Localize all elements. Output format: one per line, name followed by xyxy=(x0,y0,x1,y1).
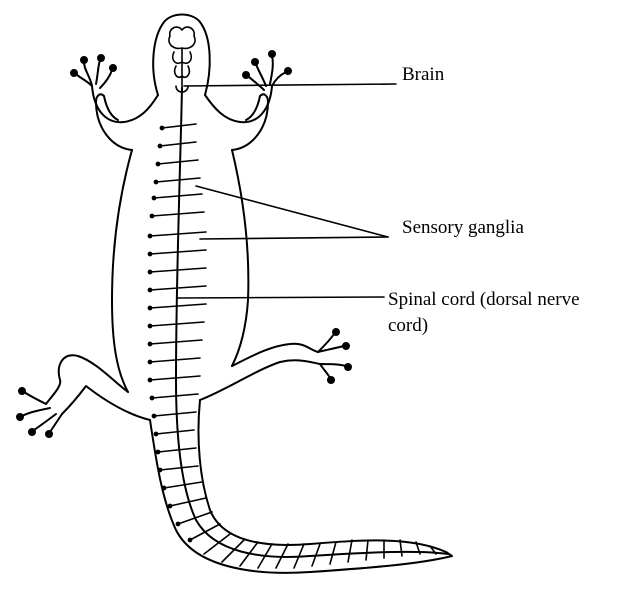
ganglia-leader-line-lower xyxy=(200,237,388,239)
brain-label: Brain xyxy=(402,62,444,88)
left-hind-leg-lower xyxy=(62,386,150,420)
spinal-cord-label-line2: cord) xyxy=(388,313,580,339)
lizard-outline xyxy=(17,15,452,573)
sensory-ganglia-label: Sensory ganglia xyxy=(402,215,524,241)
right-hind-foot xyxy=(318,334,346,378)
leader-lines xyxy=(178,84,396,298)
ganglia-leader-line-upper xyxy=(196,186,388,237)
right-hind-leg-lower xyxy=(200,360,320,400)
right-front-arm xyxy=(205,86,272,122)
brain-leader-line xyxy=(184,84,396,86)
right-hind-leg xyxy=(232,344,318,366)
head-detail xyxy=(169,27,195,92)
left-hind-leg xyxy=(46,355,128,404)
tail-upper-edge xyxy=(198,400,446,552)
spinal-cord-label: Spinal cord (dorsal nerve cord) xyxy=(388,287,580,339)
left-hind-foot xyxy=(22,392,62,432)
left-front-foot xyxy=(76,60,112,88)
body-right-side xyxy=(232,150,248,366)
spinal-cord-label-line1: Spinal cord (dorsal nerve xyxy=(388,287,580,313)
nerve-branches xyxy=(148,124,436,568)
left-front-arm xyxy=(92,86,158,122)
body-left-side xyxy=(112,150,132,392)
spinal-cord-leader-line xyxy=(178,297,384,298)
